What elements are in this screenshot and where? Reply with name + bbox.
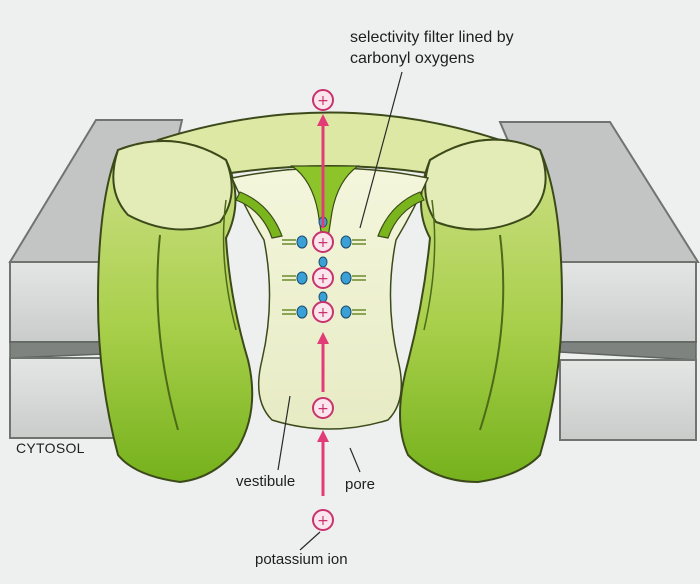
inner-helix-right	[377, 191, 425, 239]
cytosol-label: CYTOSOL	[16, 440, 85, 456]
carbonyl-bonds	[282, 239, 366, 315]
potassium-ion: +	[312, 267, 334, 289]
potassium-ion: +	[312, 397, 334, 419]
selectivity-filter-label: selectivity filter lined by carbonyl oxy…	[350, 27, 514, 69]
membrane-right	[498, 121, 700, 441]
potassium-ions: + + + + + +	[312, 89, 334, 531]
svg-text:+: +	[317, 513, 329, 529]
leader-lines	[277, 71, 403, 551]
svg-text:+: +	[317, 93, 329, 109]
svg-text:+: +	[317, 305, 329, 321]
potassium-ion-label: potassium ion	[255, 551, 348, 568]
ion-path-arrows	[317, 114, 329, 496]
svg-text:+: +	[317, 271, 329, 287]
inner-helix-left	[235, 191, 283, 239]
vestibule-label: vestibule	[236, 473, 296, 490]
pore-label: pore	[345, 476, 376, 493]
svg-text:+: +	[317, 235, 329, 251]
svg-text:+: +	[317, 401, 329, 417]
selectivity-filter-label-line1: selectivity filter lined by	[350, 29, 514, 46]
selectivity-filter-label-line2: carbonyl oxygens	[350, 50, 475, 67]
protein-subunit-right	[399, 138, 564, 484]
potassium-ion: +	[312, 301, 334, 323]
protein-subunit-left	[96, 140, 254, 484]
potassium-ion: +	[312, 231, 334, 253]
potassium-ion: +	[312, 509, 334, 531]
potassium-ion: +	[312, 89, 334, 111]
